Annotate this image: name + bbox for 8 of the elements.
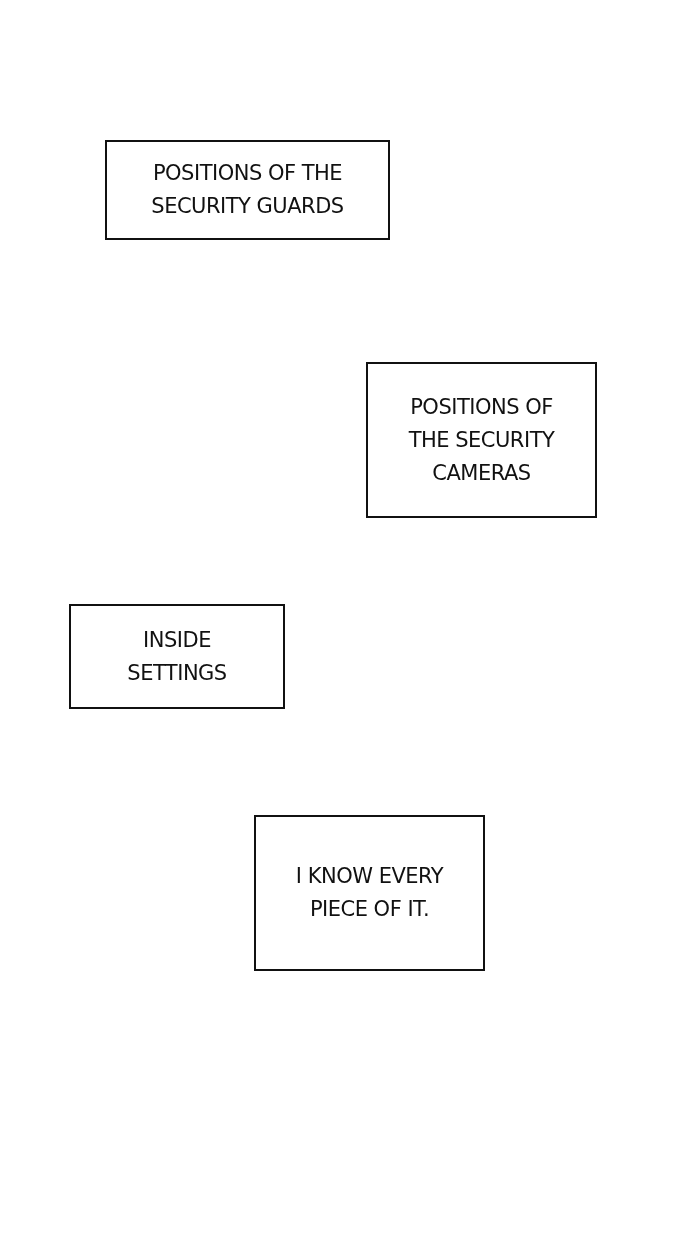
caption-box [254,815,485,971]
caption-text: POSITIONS OF THE SECURITY GUARDS [150,160,345,220]
caption-text: POSITIONS OF THE SECURITY CAMERAS [407,393,556,487]
caption-box [69,604,285,709]
caption-box [105,140,390,240]
caption-text: I KNOW EVERY PIECE OF IT. [294,863,445,923]
caption-box [366,362,597,518]
caption-text: INSIDE SETTINGS [126,626,228,687]
